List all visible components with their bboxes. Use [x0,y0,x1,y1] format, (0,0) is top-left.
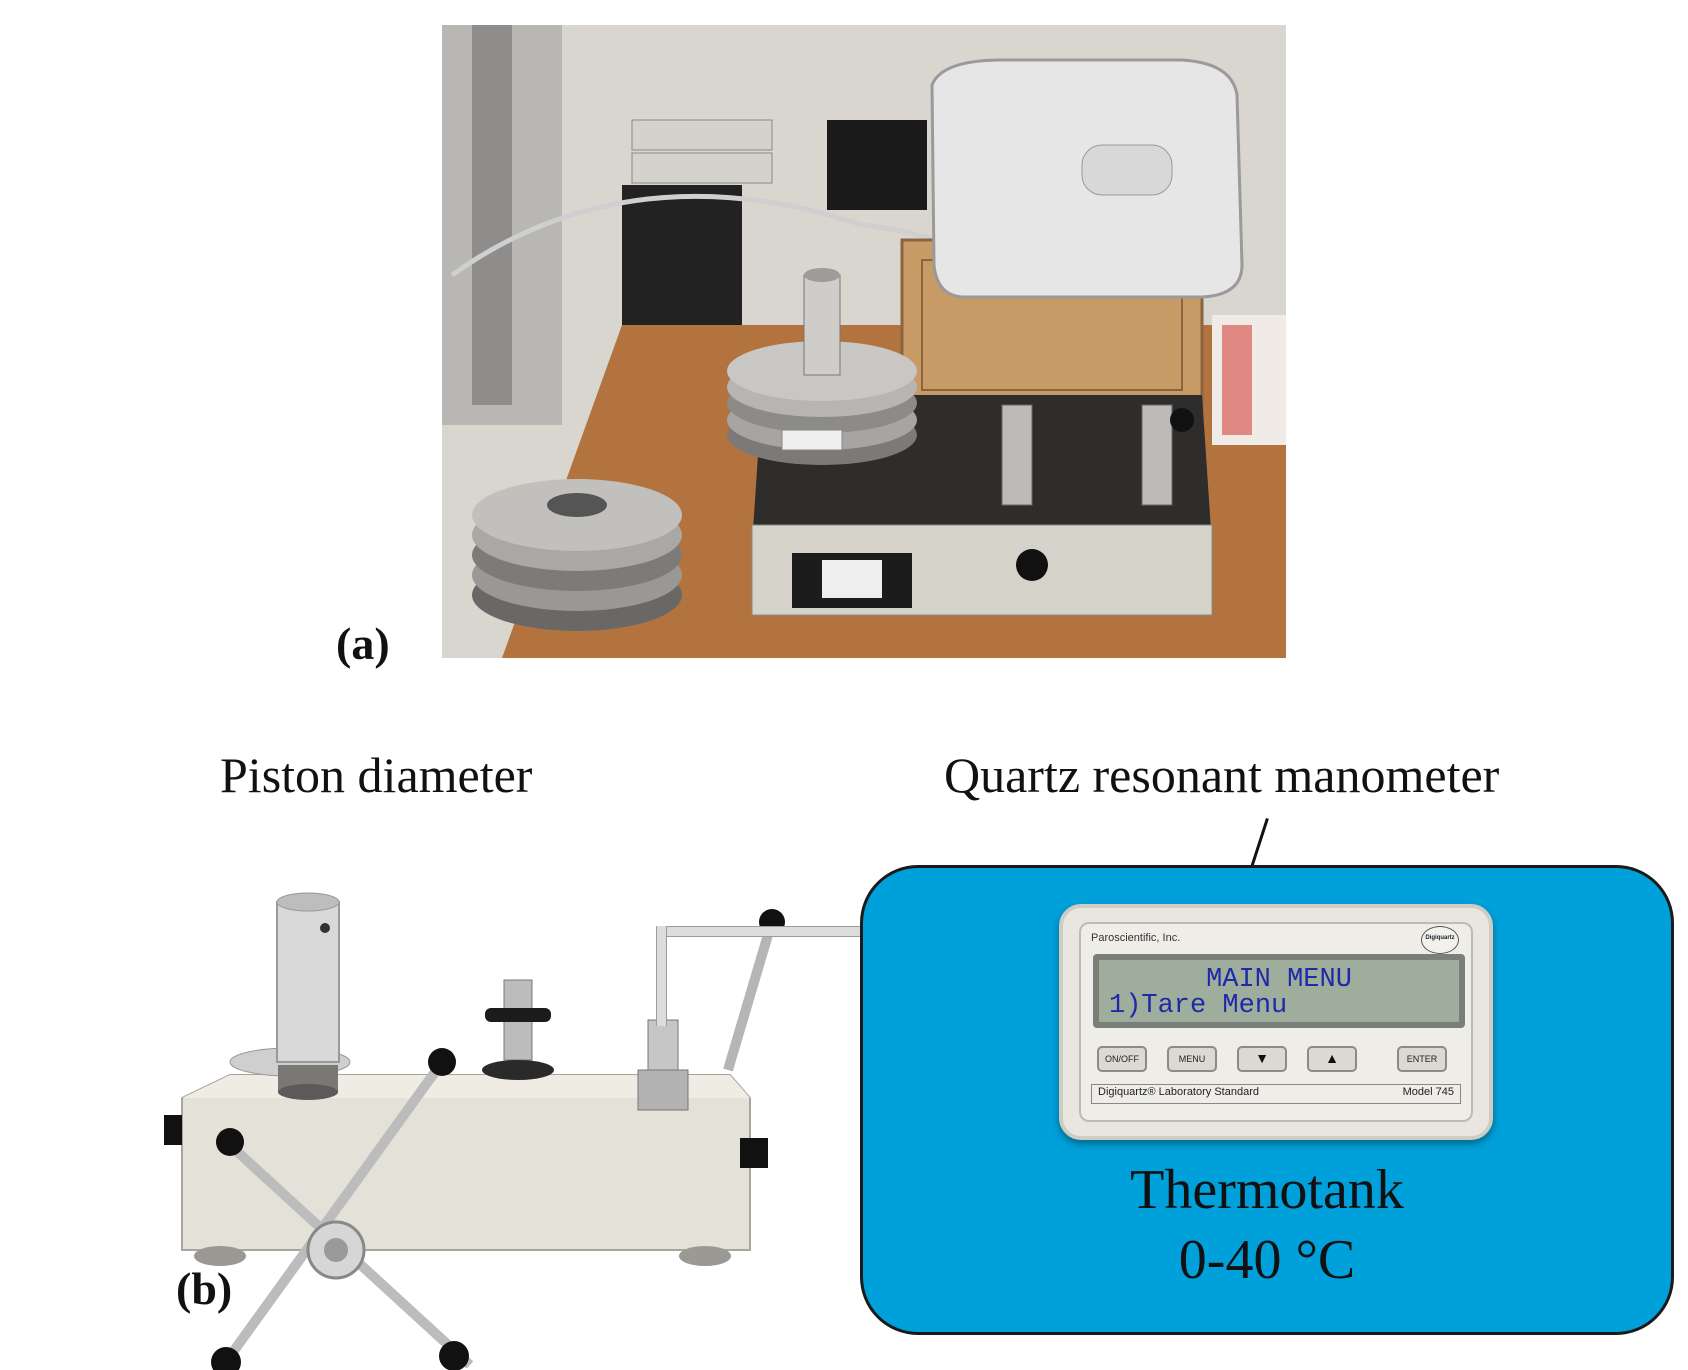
enter-button: ENTER [1397,1046,1447,1072]
quartz-manometer-caption: Quartz resonant manometer [944,747,1500,803]
panel-a-label: (a) [336,618,390,669]
menu-button: MENU [1167,1046,1217,1072]
lab-setup-photo [442,25,1286,658]
manometer-model-label: Model 745 [1402,1086,1454,1098]
manometer-standard-label: Digiquartz® Laboratory Standard [1098,1086,1259,1098]
dead-weight-tester-illustration [164,892,785,1370]
lcd-line-2: 1)Tare Menu [1109,991,1288,1021]
panel-b-label: (b) [176,1263,233,1314]
down-arrow-button: ▼ [1237,1046,1287,1072]
thermotank: Paroscientific, Inc. Digiquartz MAIN MEN… [860,865,1674,1335]
thermotank-title: Thermotank [1130,1159,1404,1221]
piston-diameter-caption: Piston diameter [220,747,533,803]
up-arrow-button: ▲ [1307,1046,1357,1072]
manometer-lcd-display: MAIN MENU 1)Tare Menu [1093,954,1465,1028]
quartz-manometer-device: Paroscientific, Inc. Digiquartz MAIN MEN… [1059,904,1493,1140]
manometer-brand: Paroscientific, Inc. [1091,932,1181,944]
connecting-pipe-vertical [656,926,667,1026]
digiquartz-logo-icon: Digiquartz [1421,926,1459,954]
on-off-button: ON/OFF [1097,1046,1147,1072]
connecting-pipe [656,926,1060,937]
thermotank-range: 0-40 °C [1178,1229,1356,1291]
manometer-leader-line [1249,818,1269,869]
lcd-line-1: MAIN MENU [1206,965,1352,995]
